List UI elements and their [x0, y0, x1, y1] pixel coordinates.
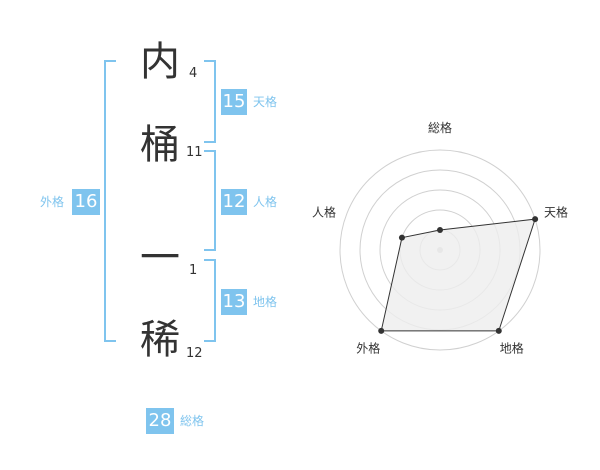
- tenkaku-bracket: [204, 60, 216, 143]
- name-char-4: 稀: [140, 317, 180, 363]
- radar-axis-label-4: 人格: [312, 204, 336, 219]
- jinkaku-value-badge: 12: [221, 189, 247, 215]
- chikaku-value-badge: 13: [221, 289, 247, 315]
- name-char-1: 内: [140, 39, 180, 85]
- soukaku-value-badge: 28: [146, 408, 174, 434]
- gaikaku-label: 外格: [40, 195, 65, 209]
- jinkaku-bracket: [204, 150, 216, 251]
- stroke-count-2: 11: [186, 145, 203, 160]
- chikaku-bracket: [204, 259, 216, 342]
- chikaku-label: 地格: [253, 295, 278, 309]
- stroke-count-3: 1: [189, 263, 198, 278]
- stroke-count-4: 12: [186, 346, 203, 361]
- radar-axis-label-2: 地格: [500, 341, 524, 356]
- radar-axis-label-3: 外格: [356, 341, 380, 356]
- soukaku-label: 総格: [180, 414, 205, 428]
- radar-axis-label-1: 天格: [544, 204, 568, 219]
- name-char-3: 一: [140, 235, 180, 281]
- radar-point-3: [378, 327, 385, 334]
- radar-point-2: [495, 327, 502, 334]
- radar-polygon: [380, 218, 536, 332]
- tenkaku-value-badge: 15: [221, 89, 247, 115]
- jinkaku-label: 人格: [253, 195, 278, 209]
- gaikaku-value-badge: 16: [72, 189, 100, 215]
- radar-point-1: [532, 216, 539, 223]
- radar-point-4: [398, 234, 405, 241]
- radar-axis-label-0: 総格: [428, 120, 452, 135]
- radar-grid-ring: [339, 149, 541, 351]
- stroke-count-1: 4: [189, 66, 198, 81]
- name-char-2: 桶: [140, 122, 180, 168]
- gaikaku-bracket: [104, 60, 116, 342]
- tenkaku-label: 天格: [253, 95, 278, 109]
- radar-point-0: [437, 227, 443, 233]
